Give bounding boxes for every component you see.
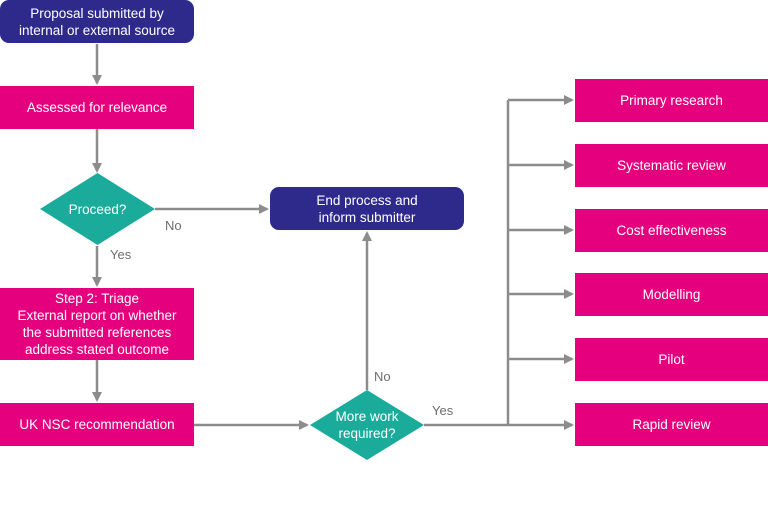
outcome-systematic-review: Systematic review: [575, 144, 768, 187]
assessed-for-relevance-node: Assessed for relevance: [0, 86, 194, 129]
outcome-systematic-review-text: Systematic review: [617, 158, 726, 173]
more-work-yes-label: Yes: [432, 403, 454, 418]
triage-node: Step 2: Triage External report on whethe…: [0, 288, 194, 360]
outcome-modelling-text: Modelling: [642, 287, 701, 302]
outcome-pilot: Pilot: [575, 338, 768, 381]
outcome-modelling: Modelling: [575, 273, 768, 316]
proceed-diamond-shape: [40, 173, 155, 245]
outcome-rapid-review-text: Rapid review: [632, 417, 711, 432]
assessed-for-relevance-text: Assessed for relevance: [26, 100, 168, 115]
more-work-no-label: No: [374, 369, 391, 384]
more-work-decision: More work required?: [310, 390, 424, 460]
triage-text: Step 2: Triage External report on whethe…: [17, 291, 177, 357]
outcome-cost-effectiveness-text: Cost effectiveness: [616, 223, 727, 238]
proposal-submitted-text: Proposal submitted by internal or extern…: [18, 5, 176, 38]
proceed-no-label: No: [165, 218, 182, 233]
uk-nsc-recommendation-node: UK NSC recommendation: [0, 403, 194, 446]
uk-nsc-recommendation-text: UK NSC recommendation: [19, 417, 175, 432]
outcome-primary-research: Primary research: [575, 79, 768, 122]
outcome-pilot-text: Pilot: [658, 352, 685, 367]
outcome-cost-effectiveness: Cost effectiveness: [575, 209, 768, 252]
outcome-rapid-review: Rapid review: [575, 403, 768, 446]
more-work-text: More work required?: [335, 409, 399, 441]
more-work-diamond-shape: [310, 390, 424, 460]
end-process-text: End process and inform submitter: [316, 192, 418, 225]
end-process-node: End process and inform submitter: [270, 187, 464, 230]
proceed-yes-label: Yes: [110, 247, 132, 262]
proceed-text: Proceed?: [68, 201, 127, 217]
outcome-primary-research-text: Primary research: [620, 93, 723, 108]
proceed-decision: Proceed?: [40, 173, 155, 245]
proposal-submitted-node: Proposal submitted by internal or extern…: [0, 0, 194, 43]
